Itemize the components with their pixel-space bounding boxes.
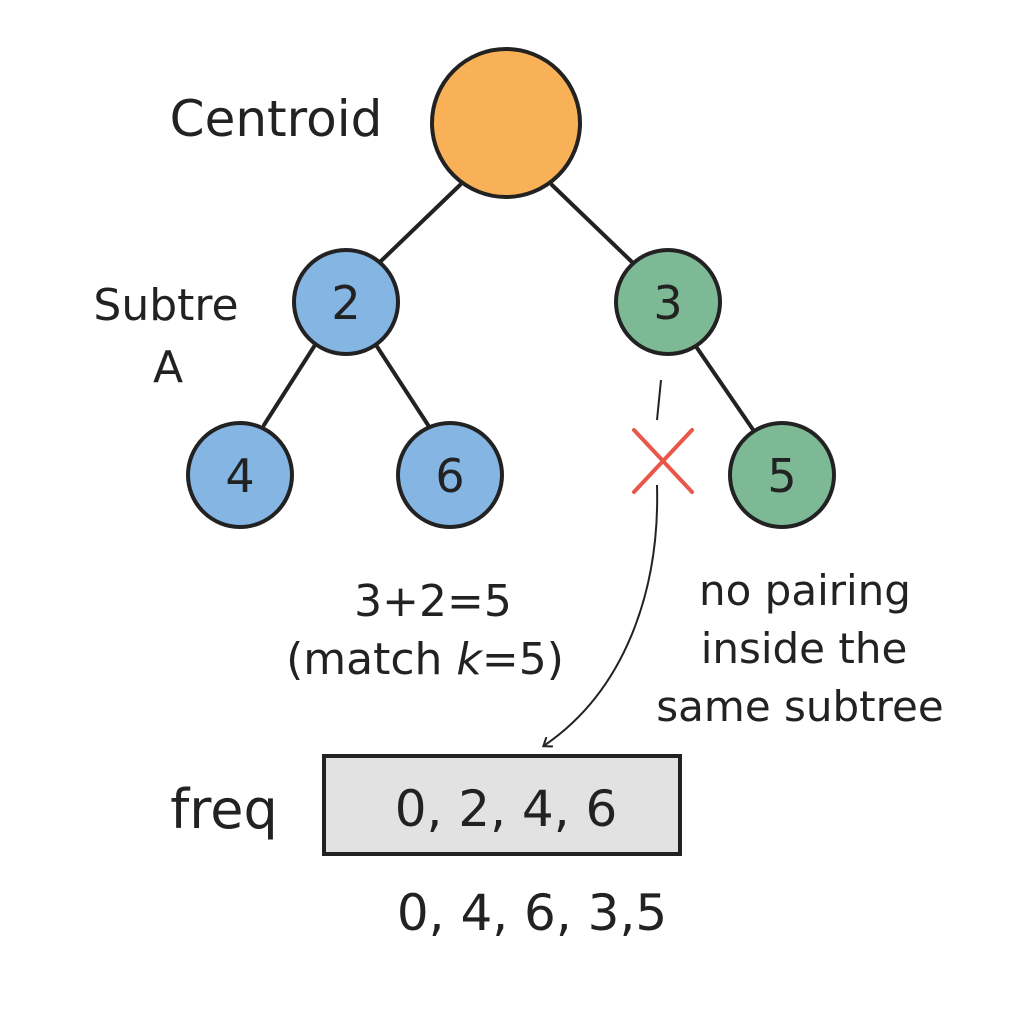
updated-values: 0, 4, 6, 3,5 [397, 884, 667, 942]
freq-array-values: 0, 2, 4, 6 [395, 780, 618, 838]
node-4-label: 4 [225, 449, 254, 503]
curved-arrow [545, 484, 659, 745]
freq-array-box [322, 754, 682, 856]
match-suffix: =5) [482, 634, 564, 685]
edge-2-6 [374, 343, 430, 427]
node-6-label: 6 [435, 449, 464, 503]
edge-3-5 [693, 343, 758, 436]
match-k-text: (match k=5) [286, 634, 564, 685]
node-4: 4 [186, 421, 294, 529]
centroid-node [430, 47, 582, 199]
tree-edges [262, 183, 758, 436]
subtree-label-line1: Subtre [93, 280, 238, 331]
node-2-label: 2 [331, 276, 360, 330]
match-k-var: k [456, 634, 483, 685]
node-3-label: 3 [653, 276, 682, 330]
freq-label: freq [170, 778, 278, 841]
centroid-label: Centroid [170, 90, 383, 148]
node-5: 5 [728, 421, 836, 529]
edge-centroid-3 [550, 183, 634, 264]
note-line1: no pairing [699, 566, 911, 615]
node-3: 3 [614, 248, 722, 356]
edge-2-4 [262, 343, 317, 427]
match-prefix: (match [286, 634, 456, 685]
cross-icon [632, 428, 694, 494]
edge-centroid-2 [378, 183, 462, 264]
node-2: 2 [292, 248, 400, 356]
note-line2: inside the [701, 624, 908, 673]
cut-edge-tick [656, 379, 662, 421]
note-line3: same subtree [656, 682, 943, 731]
sum-equation: 3+2=5 [354, 576, 512, 627]
subtree-label-line2: A [153, 342, 183, 393]
node-6: 6 [396, 421, 504, 529]
node-5-label: 5 [767, 449, 796, 503]
